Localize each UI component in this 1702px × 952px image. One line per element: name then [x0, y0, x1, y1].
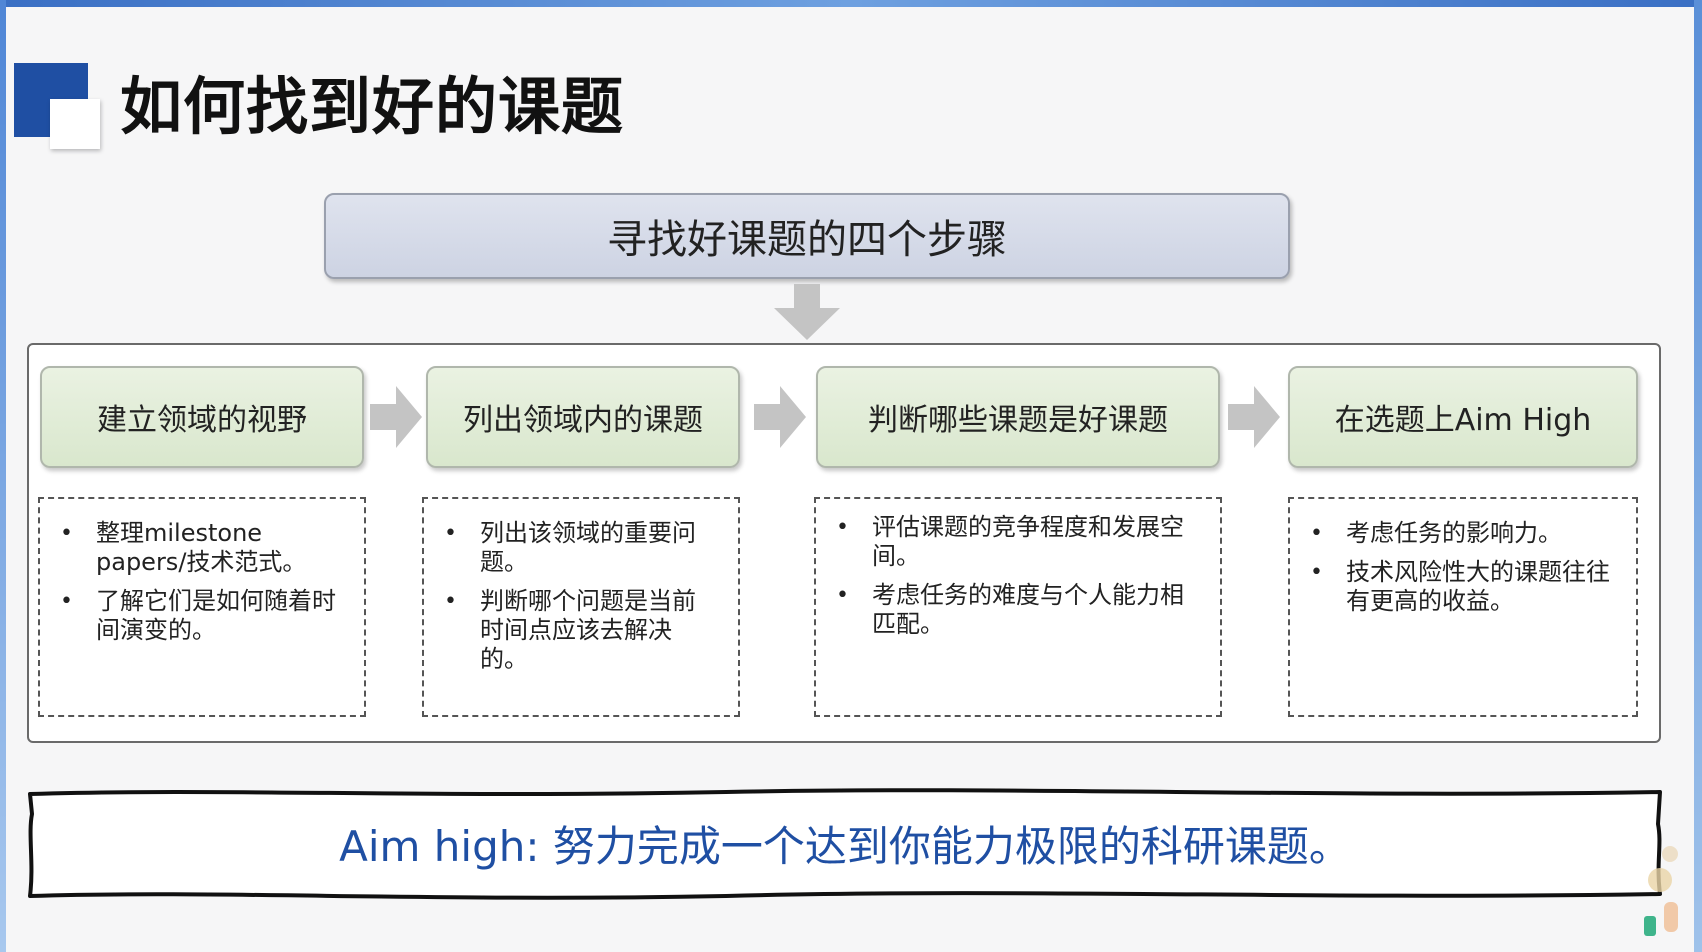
- step-4-box: 在选题上Aim High: [1288, 366, 1638, 468]
- white-square: [50, 99, 100, 149]
- step-2-details: 列出该领域的重要问题。 判断哪个问题是当前时间点应该去解决的。: [422, 497, 740, 717]
- right-arrow-icon: [1228, 386, 1280, 448]
- banner-frame: [28, 788, 1662, 900]
- banner-text: Aim high: 努力完成一个达到你能力极限的科研课题。: [339, 821, 1351, 871]
- down-arrow-icon: [774, 284, 840, 340]
- bullet-item: 评估课题的竞争程度和发展空间。: [836, 513, 1200, 571]
- bullet-item: 技术风险性大的课题往往有更高的收益。: [1310, 558, 1616, 616]
- bullet-item: 整理milestone papers/技术范式。: [60, 519, 344, 577]
- bullet-item: 考虑任务的影响力。: [1310, 519, 1616, 548]
- bullet-item: 判断哪个问题是当前时间点应该去解决的。: [444, 587, 718, 674]
- right-arrow-icon: [754, 386, 806, 448]
- steps-header-box: 寻找好课题的四个步骤: [324, 193, 1290, 279]
- title-square-icon: [14, 63, 100, 149]
- left-accent-strip: [0, 0, 6, 952]
- bullet-item: 考虑任务的难度与个人能力相匹配。: [836, 581, 1200, 639]
- top-accent-strip: [0, 0, 1702, 7]
- step-1-details: 整理milestone papers/技术范式。 了解它们是如何随着时间演变的。: [38, 497, 366, 717]
- page-title: 如何找到好的课题: [120, 70, 625, 143]
- bullet-item: 了解它们是如何随着时间演变的。: [60, 587, 344, 645]
- step-3-box: 判断哪些课题是好课题: [816, 366, 1220, 468]
- bullet-item: 列出该领域的重要问题。: [444, 519, 718, 577]
- step-3-details: 评估课题的竞争程度和发展空间。 考虑任务的难度与个人能力相匹配。: [814, 497, 1222, 717]
- aim-high-banner: Aim high: 努力完成一个达到你能力极限的科研课题。: [26, 784, 1664, 902]
- step-1-box: 建立领域的视野: [40, 366, 364, 468]
- right-accent-strip: [1694, 0, 1702, 952]
- mascot-icon: [1644, 846, 1678, 936]
- right-arrow-icon: [370, 386, 422, 448]
- step-2-box: 列出领域内的课题: [426, 366, 740, 468]
- step-4-details: 考虑任务的影响力。 技术风险性大的课题往往有更高的收益。: [1288, 497, 1638, 717]
